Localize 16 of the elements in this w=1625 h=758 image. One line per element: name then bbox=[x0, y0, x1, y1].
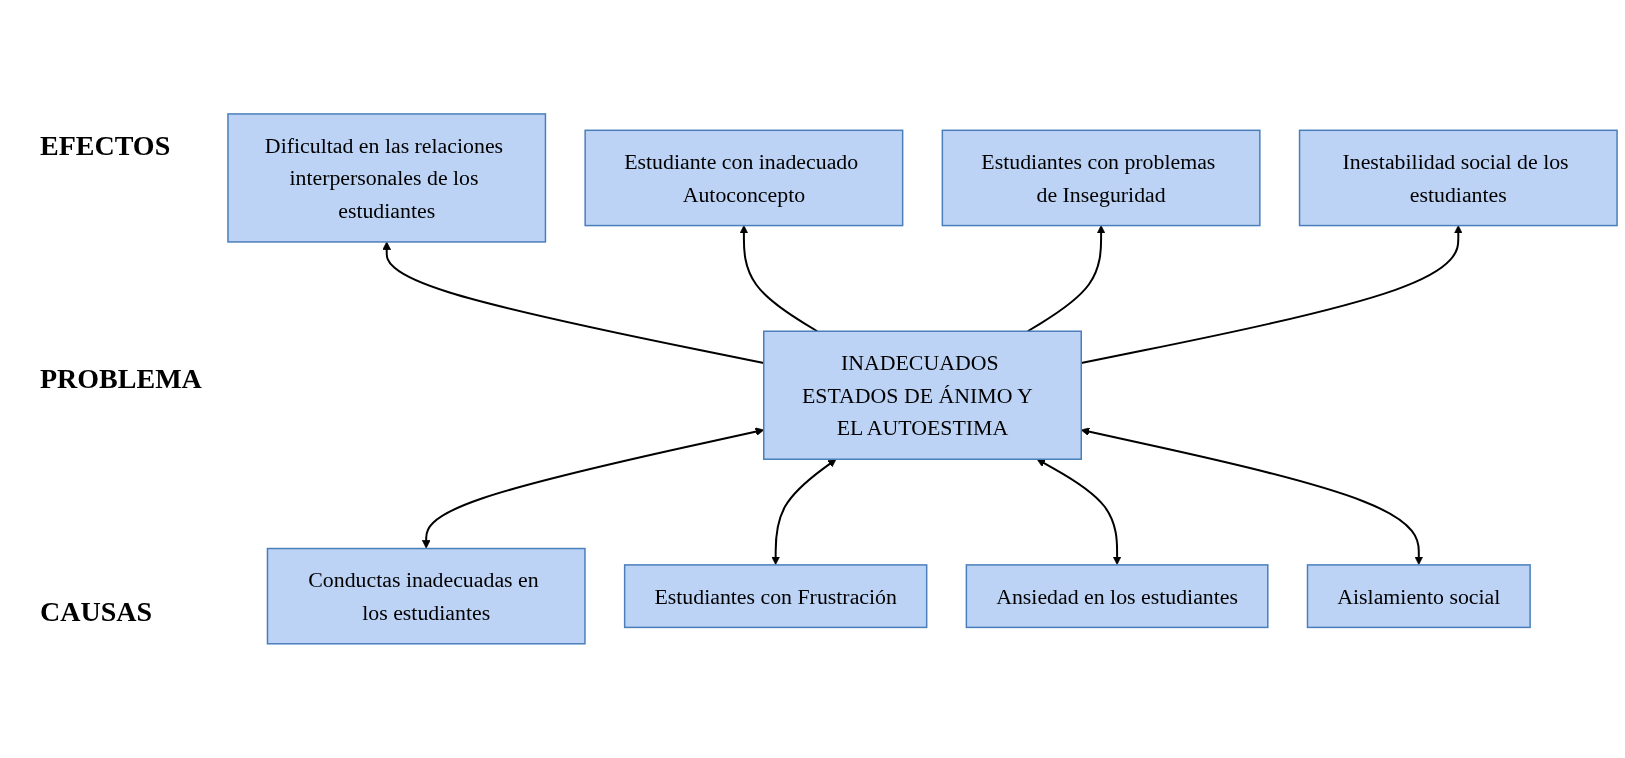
node-box: Inestabilidad social de los estudiantes bbox=[1298, 129, 1618, 227]
row-heading: CAUSAS bbox=[39, 595, 154, 628]
row-heading: EFECTOS bbox=[39, 130, 172, 163]
arrow bbox=[739, 225, 819, 333]
node-box: Conductas inadecuadas en los estudiantes bbox=[266, 547, 586, 645]
arrow bbox=[1036, 458, 1122, 566]
node-box: INADECUADOS ESTADOS DE ÁNIMO Y EL AUTOESTIMA bbox=[763, 330, 1082, 461]
node-box: Estudiantes con problemas de Inseguridad bbox=[941, 129, 1261, 227]
node-box: Estudiantes con Frustración bbox=[623, 564, 928, 629]
arrow bbox=[1026, 225, 1106, 333]
node-box: Dificultad en las relaciones interpersonales de los estudiantes bbox=[227, 113, 547, 243]
arrow bbox=[771, 458, 837, 566]
node-box: Aislamiento social bbox=[1306, 564, 1531, 629]
node-box: Ansiedad en los estudiantes bbox=[965, 564, 1269, 629]
node-box: Estudiante con inadecuado Autoconcepto bbox=[584, 129, 904, 227]
row-heading: PROBLEMA bbox=[39, 363, 203, 395]
